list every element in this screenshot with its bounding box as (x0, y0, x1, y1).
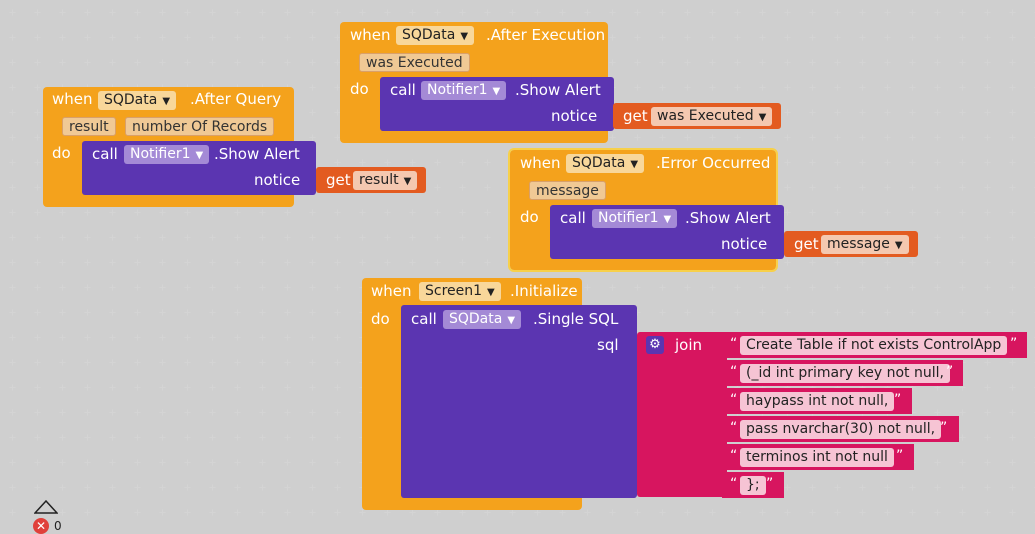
variable-dropdown[interactable]: result ▼ (353, 171, 418, 190)
quote-open: “ (730, 476, 738, 492)
keyword-do: do (52, 144, 71, 162)
arg-label-notice: notice (551, 107, 598, 125)
keyword-when: when (520, 154, 561, 172)
dropdown-value: SQData (572, 155, 626, 171)
text-value[interactable]: (_id int primary key not null, (740, 364, 950, 383)
component-dropdown[interactable]: Notifier1 ▼ (592, 209, 678, 228)
quote-close: ” (894, 392, 902, 408)
chevron-down-icon: ▼ (460, 31, 469, 42)
chevron-down-icon: ▼ (492, 86, 501, 97)
component-dropdown[interactable]: SQData ▼ (98, 91, 177, 110)
chevron-down-icon: ▼ (195, 150, 204, 161)
join-block[interactable] (637, 332, 727, 497)
dropdown-value: was Executed (657, 108, 754, 124)
error-x-icon[interactable]: ✕ (33, 518, 49, 534)
keyword-do: do (350, 80, 369, 98)
keyword-when: when (350, 26, 391, 44)
keyword-do: do (520, 208, 539, 226)
dropdown-value: Notifier1 (598, 210, 659, 226)
text-value[interactable]: haypass int not null, (740, 392, 895, 411)
chevron-down-icon: ▼ (663, 214, 672, 225)
warning-triangle-icon[interactable] (34, 500, 58, 514)
error-count: 0 (54, 519, 62, 533)
keyword-join: join (675, 336, 703, 354)
keyword-get: get (794, 235, 819, 253)
quote-close: ” (896, 448, 904, 464)
text-value[interactable]: pass nvarchar(30) not null, (740, 420, 942, 439)
gear-icon[interactable]: ⚙ (646, 336, 664, 354)
quote-close: ” (946, 364, 954, 380)
chevron-down-icon: ▼ (507, 315, 516, 326)
keyword-get: get (623, 107, 648, 125)
text-value[interactable]: }; (740, 476, 766, 495)
quote-open: “ (730, 448, 738, 464)
component-dropdown[interactable]: SQData ▼ (396, 26, 475, 45)
event-param[interactable]: was Executed (359, 53, 470, 72)
arg-label-notice: notice (721, 235, 768, 253)
dropdown-value: SQData (104, 92, 158, 108)
event-param[interactable]: message (529, 181, 606, 200)
keyword-get: get (326, 171, 351, 189)
chevron-down-icon: ▼ (162, 96, 171, 107)
method-name: .Show Alert (685, 209, 771, 227)
keyword-do: do (371, 310, 390, 328)
quote-open: “ (730, 420, 738, 436)
dropdown-value: SQData (449, 311, 503, 327)
method-name: .Single SQL (533, 310, 619, 328)
event-name: .Initialize (510, 282, 578, 300)
method-name: .Show Alert (214, 145, 300, 163)
quote-close: ” (940, 420, 948, 436)
event-param[interactable]: result (62, 117, 116, 136)
quote-close: ” (1010, 336, 1018, 352)
keyword-call: call (560, 209, 586, 227)
dropdown-value: SQData (402, 27, 456, 43)
text-value[interactable]: Create Table if not exists ControlApp (740, 336, 1008, 355)
event-param[interactable]: number Of Records (125, 117, 275, 136)
dropdown-value: Notifier1 (427, 82, 488, 98)
component-dropdown[interactable]: SQData ▼ (443, 310, 522, 329)
keyword-when: when (371, 282, 412, 300)
event-name: .After Execution (486, 26, 606, 44)
arg-label-notice: notice (254, 171, 301, 189)
keyword-when: when (52, 90, 93, 108)
component-dropdown[interactable]: Notifier1 ▼ (124, 145, 210, 164)
chevron-down-icon: ▼ (894, 240, 903, 251)
dropdown-value: Screen1 (425, 283, 483, 299)
quote-open: “ (730, 392, 738, 408)
component-dropdown[interactable]: Notifier1 ▼ (421, 81, 507, 100)
dropdown-value: Notifier1 (130, 146, 191, 162)
chevron-down-icon: ▼ (487, 287, 495, 298)
chevron-down-icon: ▼ (403, 176, 412, 187)
call-block-single-sql[interactable] (401, 305, 637, 498)
keyword-call: call (92, 145, 118, 163)
variable-dropdown[interactable]: was Executed ▼ (651, 107, 773, 126)
quote-open: “ (730, 364, 738, 380)
chevron-down-icon: ▼ (758, 112, 767, 123)
quote-close: ” (766, 476, 774, 492)
event-name: .Error Occurred (656, 154, 771, 172)
keyword-call: call (390, 81, 416, 99)
method-name: .Show Alert (515, 81, 601, 99)
keyword-call: call (411, 310, 437, 328)
chevron-down-icon: ▼ (630, 159, 639, 170)
dropdown-value: result (359, 172, 399, 188)
arg-label-sql: sql (597, 336, 619, 354)
event-name: .After Query (190, 90, 282, 108)
component-dropdown[interactable]: SQData ▼ (566, 154, 645, 173)
dropdown-value: message (827, 236, 890, 252)
quote-open: “ (730, 336, 738, 352)
component-dropdown[interactable]: Screen1 ▼ (419, 282, 501, 301)
variable-dropdown[interactable]: message ▼ (821, 235, 909, 254)
text-value[interactable]: terminos int not null (740, 448, 894, 467)
